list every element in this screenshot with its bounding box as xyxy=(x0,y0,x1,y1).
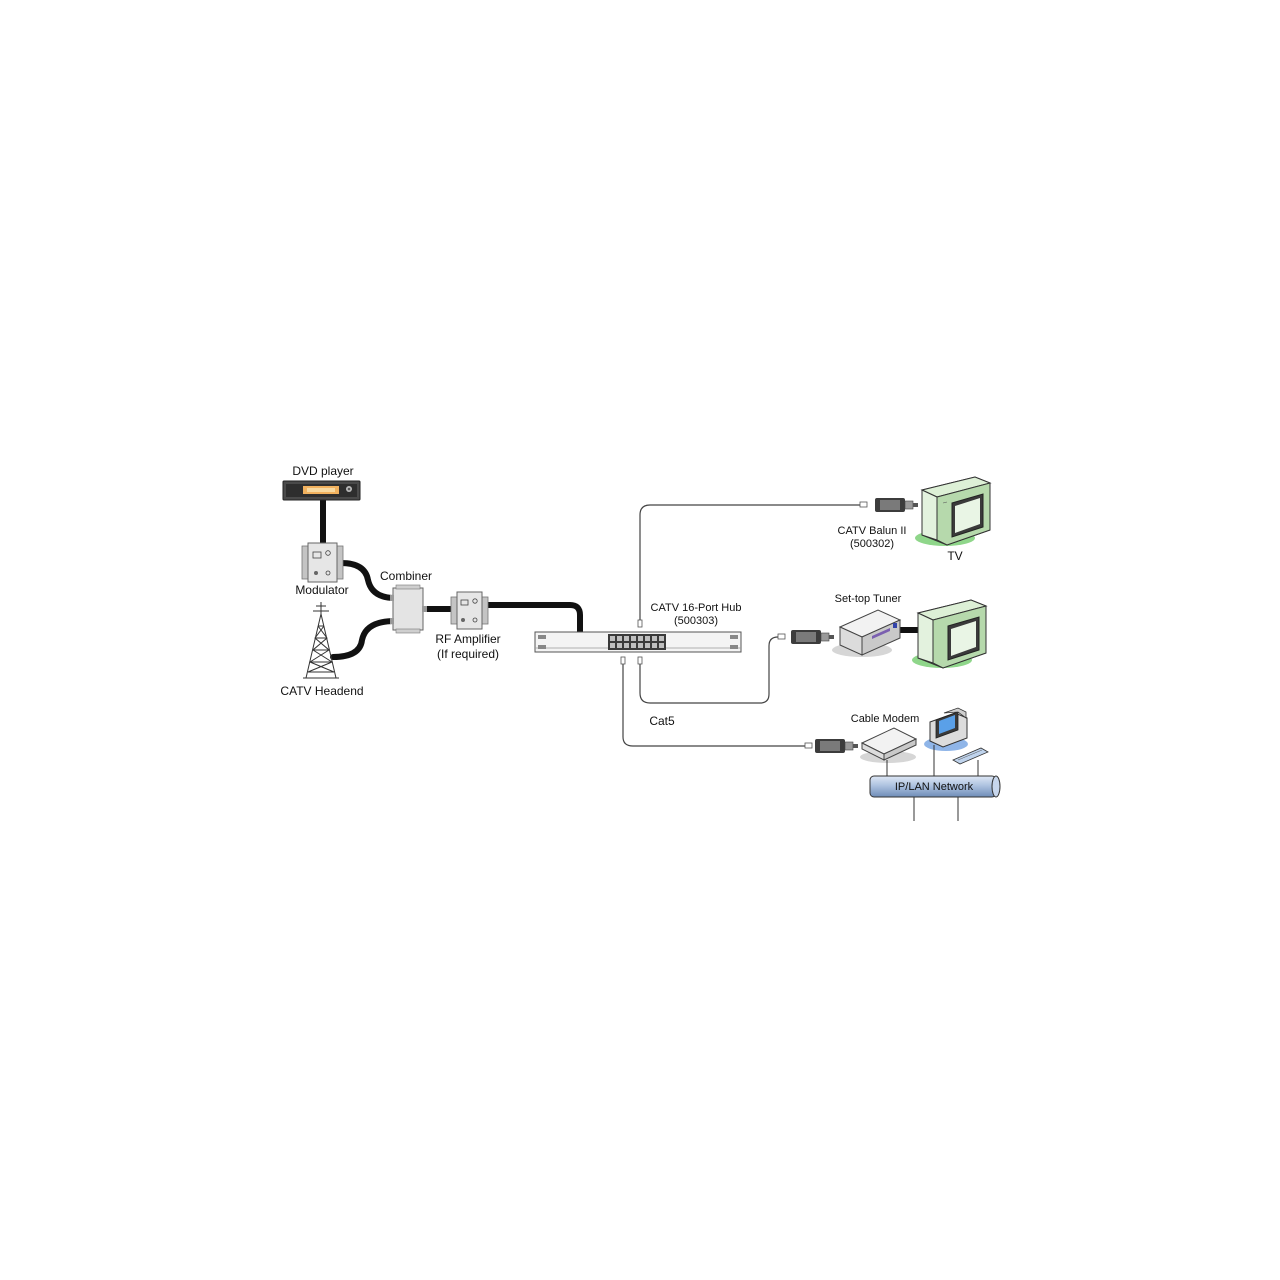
rj45-plug-icon xyxy=(859,501,868,508)
set-top-tuner-label: Set-top Tuner xyxy=(835,593,902,605)
balun-label: CATV Balun II xyxy=(838,525,907,537)
coax-headend-to-combiner xyxy=(330,618,398,660)
modulator-icon xyxy=(301,542,344,583)
tv-label: TV xyxy=(947,549,962,563)
rf-amplifier-icon xyxy=(450,591,489,630)
rj45-plug-icon xyxy=(777,633,786,640)
balun-icon xyxy=(875,498,918,512)
ip-lan-network-label: IP/LAN Network xyxy=(895,781,974,793)
rj45-plug-icon xyxy=(620,619,643,665)
set-top-box-icon xyxy=(832,609,902,657)
antenna-tower-icon xyxy=(303,602,339,679)
modulator-label: Modulator xyxy=(295,583,348,597)
cat5-connections xyxy=(622,504,860,747)
rj45-plug-icon xyxy=(804,742,813,749)
tv-monitor-icon xyxy=(912,599,988,669)
cat5-hub-to-modem xyxy=(622,663,805,747)
balun-icon xyxy=(791,630,834,644)
tv-monitor-icon xyxy=(915,476,992,546)
cat5-hub-to-balun-tv xyxy=(639,504,860,622)
rf-amplifier-note: (If required) xyxy=(437,647,499,661)
hub-label: CATV 16-Port Hub xyxy=(651,602,742,614)
dvd-player-icon xyxy=(282,480,361,501)
rf-amplifier-label: RF Amplifier xyxy=(435,632,500,646)
network-drop-lines xyxy=(886,745,979,821)
cat5-hub-to-settop xyxy=(639,636,779,704)
cable-modem-label: Cable Modem xyxy=(851,713,919,725)
coax-amplifier-to-hub xyxy=(484,602,583,635)
dvd-player-label: DVD player xyxy=(292,464,353,478)
catv-headend-label: CATV Headend xyxy=(280,684,363,698)
combiner-label: Combiner xyxy=(380,569,432,583)
combiner-icon xyxy=(390,584,427,634)
hub-code: (500303) xyxy=(674,615,718,627)
cat5-label: Cat5 xyxy=(649,714,675,728)
desktop-computer-icon xyxy=(924,707,989,765)
rack-hub-icon xyxy=(534,631,742,653)
coax-modulator-to-combiner xyxy=(338,560,398,601)
balun-icon xyxy=(815,739,858,753)
ip-lan-network-pipe xyxy=(869,775,1001,798)
cable-modem-icon xyxy=(860,727,918,763)
balun-code: (500302) xyxy=(850,538,894,550)
